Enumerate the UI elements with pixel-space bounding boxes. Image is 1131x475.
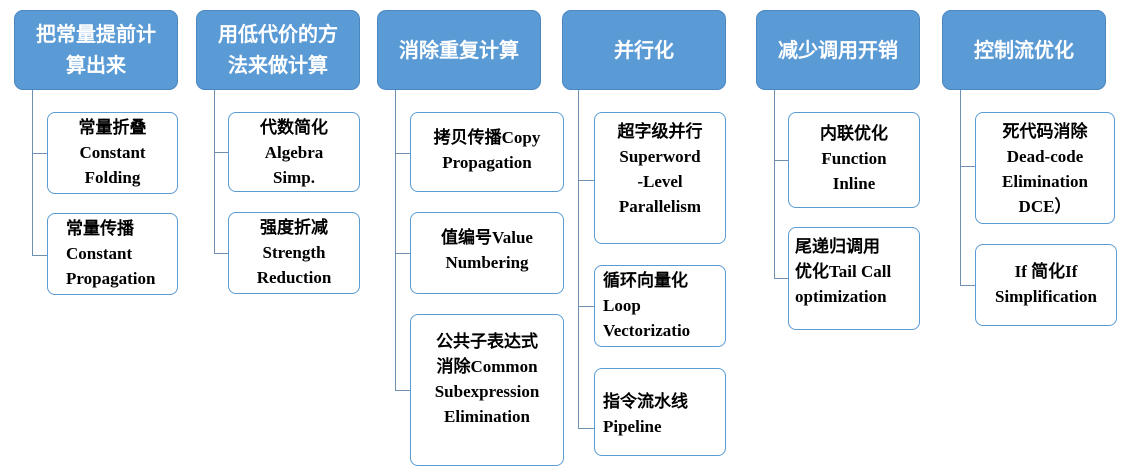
- connector-col4-branch2: [578, 306, 595, 307]
- connector-col6-branch2: [960, 285, 976, 286]
- connector-col3-branch3: [395, 390, 411, 391]
- header-cheaper-computation: 用低代价的方 法来做计算: [196, 10, 360, 90]
- header-eliminate-redundancy: 消除重复计算: [377, 10, 541, 90]
- node-tail-call-optimization: 尾递归调用 优化Tail Call optimization: [788, 227, 920, 330]
- node-function-inline: 内联优化 Function Inline: [788, 112, 920, 208]
- header-parallelization: 并行化: [562, 10, 726, 90]
- connector-col3-branch2: [395, 253, 411, 254]
- node-dead-code-elimination: 死代码消除 Dead-code Elimination DCE）: [975, 112, 1115, 224]
- connector-col4-trunk: [578, 90, 579, 428]
- node-superword-level-parallelism: 超字级并行 Superword -Level Parallelism: [594, 112, 726, 244]
- header-control-flow: 控制流优化: [942, 10, 1106, 90]
- node-algebra-simp: 代数简化 Algebra Simp.: [228, 112, 360, 192]
- node-common-subexpression-elimination: 公共子表达式 消除Common Subexpression Eliminatio…: [410, 314, 564, 466]
- connector-col6-branch1: [960, 166, 976, 167]
- node-constant-propagation: 常量传播 Constant Propagation: [47, 213, 178, 295]
- connector-col1-branch1: [32, 153, 48, 154]
- connector-col2-branch1: [214, 152, 229, 153]
- node-copy-propagation: 拷贝传播Copy Propagation: [410, 112, 564, 192]
- connector-col4-branch3: [578, 428, 595, 429]
- header-reduce-call-overhead: 减少调用开销: [756, 10, 920, 90]
- connector-col3-trunk: [395, 90, 396, 390]
- connector-col6-trunk: [960, 90, 961, 285]
- connector-col5-branch2: [774, 278, 789, 279]
- header-constant-precompute: 把常量提前计 算出来: [14, 10, 178, 90]
- connector-col3-branch1: [395, 153, 411, 154]
- connector-col1-trunk: [32, 90, 33, 255]
- node-pipeline: 指令流水线 Pipeline: [594, 368, 726, 456]
- connector-col2-branch2: [214, 253, 229, 254]
- connector-col1-branch2: [32, 255, 48, 256]
- node-loop-vectorization: 循环向量化 Loop Vectorizatio: [594, 265, 726, 347]
- connector-col2-trunk: [214, 90, 215, 253]
- node-strength-reduction: 强度折减 Strength Reduction: [228, 212, 360, 294]
- connector-col4-branch1: [578, 180, 595, 181]
- connector-col5-trunk: [774, 90, 775, 278]
- node-constant-folding: 常量折叠 Constant Folding: [47, 112, 178, 194]
- node-if-simplification: If 简化If Simplification: [975, 244, 1117, 326]
- node-value-numbering: 值编号Value Numbering: [410, 212, 564, 294]
- connector-col5-branch1: [774, 160, 789, 161]
